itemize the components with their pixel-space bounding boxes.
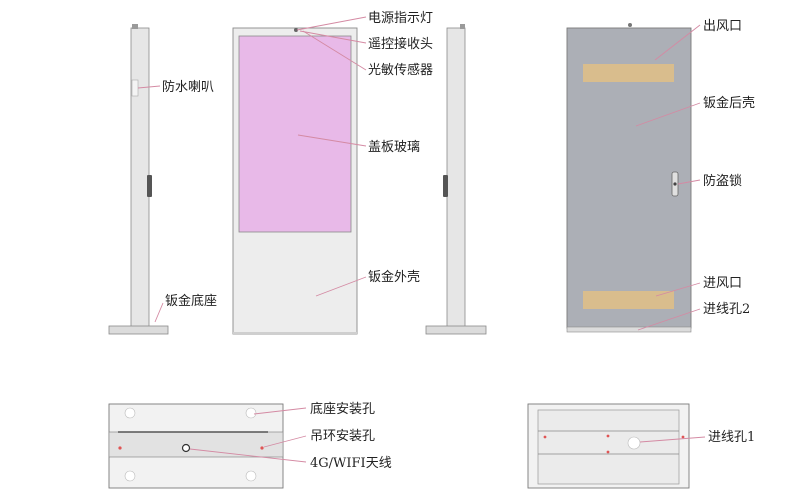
base-mount-hole-icon	[124, 470, 136, 482]
side-right-top-cap	[460, 24, 465, 29]
label-waterproof-speaker: 防水喇叭	[162, 79, 214, 95]
label-remote-receiver: 遥控接收头	[368, 36, 433, 52]
side-left-top-cap	[132, 24, 138, 29]
air-inlet-vent	[583, 291, 674, 309]
leader-air-outlet	[654, 24, 701, 61]
front-view	[232, 27, 358, 335]
leader-base-mount-hole	[253, 407, 307, 415]
side-view-left	[108, 24, 169, 335]
label-air-outlet: 出风口	[703, 19, 742, 34]
rear-base	[566, 326, 692, 333]
label-power-indicator: 电源指示灯	[368, 11, 433, 26]
side-right-body	[446, 27, 466, 329]
base-bottom-view-right	[527, 403, 690, 489]
leader-lifting-ring-hole	[263, 435, 307, 448]
leader-cover-glass	[297, 134, 367, 147]
leader-cable-hole-2	[637, 308, 701, 331]
rear-top-screw	[628, 23, 632, 27]
label-base-mount-hole: 底座安装孔	[310, 401, 375, 417]
leader-sheet-metal-base	[154, 302, 164, 323]
front-base	[233, 332, 357, 335]
label-cable-hole-1: 进线孔1	[708, 430, 755, 445]
label-lifting-ring-hole: 吊环安装孔	[310, 429, 375, 444]
side-left-handle	[147, 175, 152, 197]
air-outlet-vent	[583, 64, 674, 82]
leader-waterproof-speaker	[137, 85, 161, 89]
label-sheet-metal-shell: 钣金外壳	[368, 269, 420, 285]
side-left-body	[130, 27, 150, 329]
front-glass	[238, 35, 352, 233]
wifi-antenna-icon	[181, 443, 191, 453]
base-bottom-view-left	[108, 403, 284, 489]
side-right-base	[425, 325, 487, 335]
callout-labels: 电源指示灯 遥控接收头 光敏传感器 防水喇叭 盖板玻璃 钣金外壳 钣金底座 出风…	[162, 11, 755, 471]
label-rear-shell: 钣金后壳	[703, 95, 755, 111]
base-right-marker-icon	[681, 435, 685, 439]
leader-remote-receiver	[299, 30, 367, 44]
leader-wifi-antenna	[189, 448, 307, 463]
power-indicator-icon	[294, 28, 298, 32]
label-wifi-antenna: 4G/WIFI天线	[310, 456, 392, 471]
label-sheet-metal-base: 钣金底座	[165, 293, 217, 309]
leader-sheet-metal-shell	[315, 276, 367, 297]
base-mount-hole-icon	[245, 407, 257, 419]
rear-view	[566, 23, 692, 333]
leader-power-indicator	[296, 16, 367, 31]
leader-rear-shell	[635, 102, 701, 127]
label-light-sensor: 光敏传感器	[368, 62, 433, 78]
base-right-inner	[537, 409, 680, 485]
label-cover-glass: 盖板玻璃	[368, 140, 420, 155]
label-cable-hole-2: 进线孔2	[703, 302, 750, 317]
lock-keyhole-icon	[673, 182, 677, 186]
side-view-right	[425, 24, 487, 335]
side-right-handle	[443, 175, 448, 197]
leader-anti-theft-lock	[677, 179, 701, 185]
leader-cable-hole-1	[639, 436, 706, 443]
leader-lines	[137, 16, 706, 463]
base-right-marker-icon	[543, 435, 547, 439]
leader-air-inlet	[655, 282, 701, 297]
waterproof-speaker-icon	[131, 79, 139, 97]
base-right-marker-icon	[606, 434, 610, 438]
lifting-ring-hole-icon	[118, 446, 122, 450]
label-air-inlet: 进风口	[703, 276, 742, 291]
lifting-ring-hole-icon	[260, 446, 264, 450]
base-mount-hole-icon	[245, 470, 257, 482]
base-right-marker-icon	[606, 450, 610, 454]
base-mount-hole-icon	[124, 407, 136, 419]
side-left-base	[108, 325, 169, 335]
base-left-rail	[108, 431, 284, 458]
label-anti-theft-lock: 防盗锁	[703, 173, 742, 189]
leader-light-sensor	[302, 30, 367, 71]
cable-hole-1-icon	[627, 436, 641, 450]
